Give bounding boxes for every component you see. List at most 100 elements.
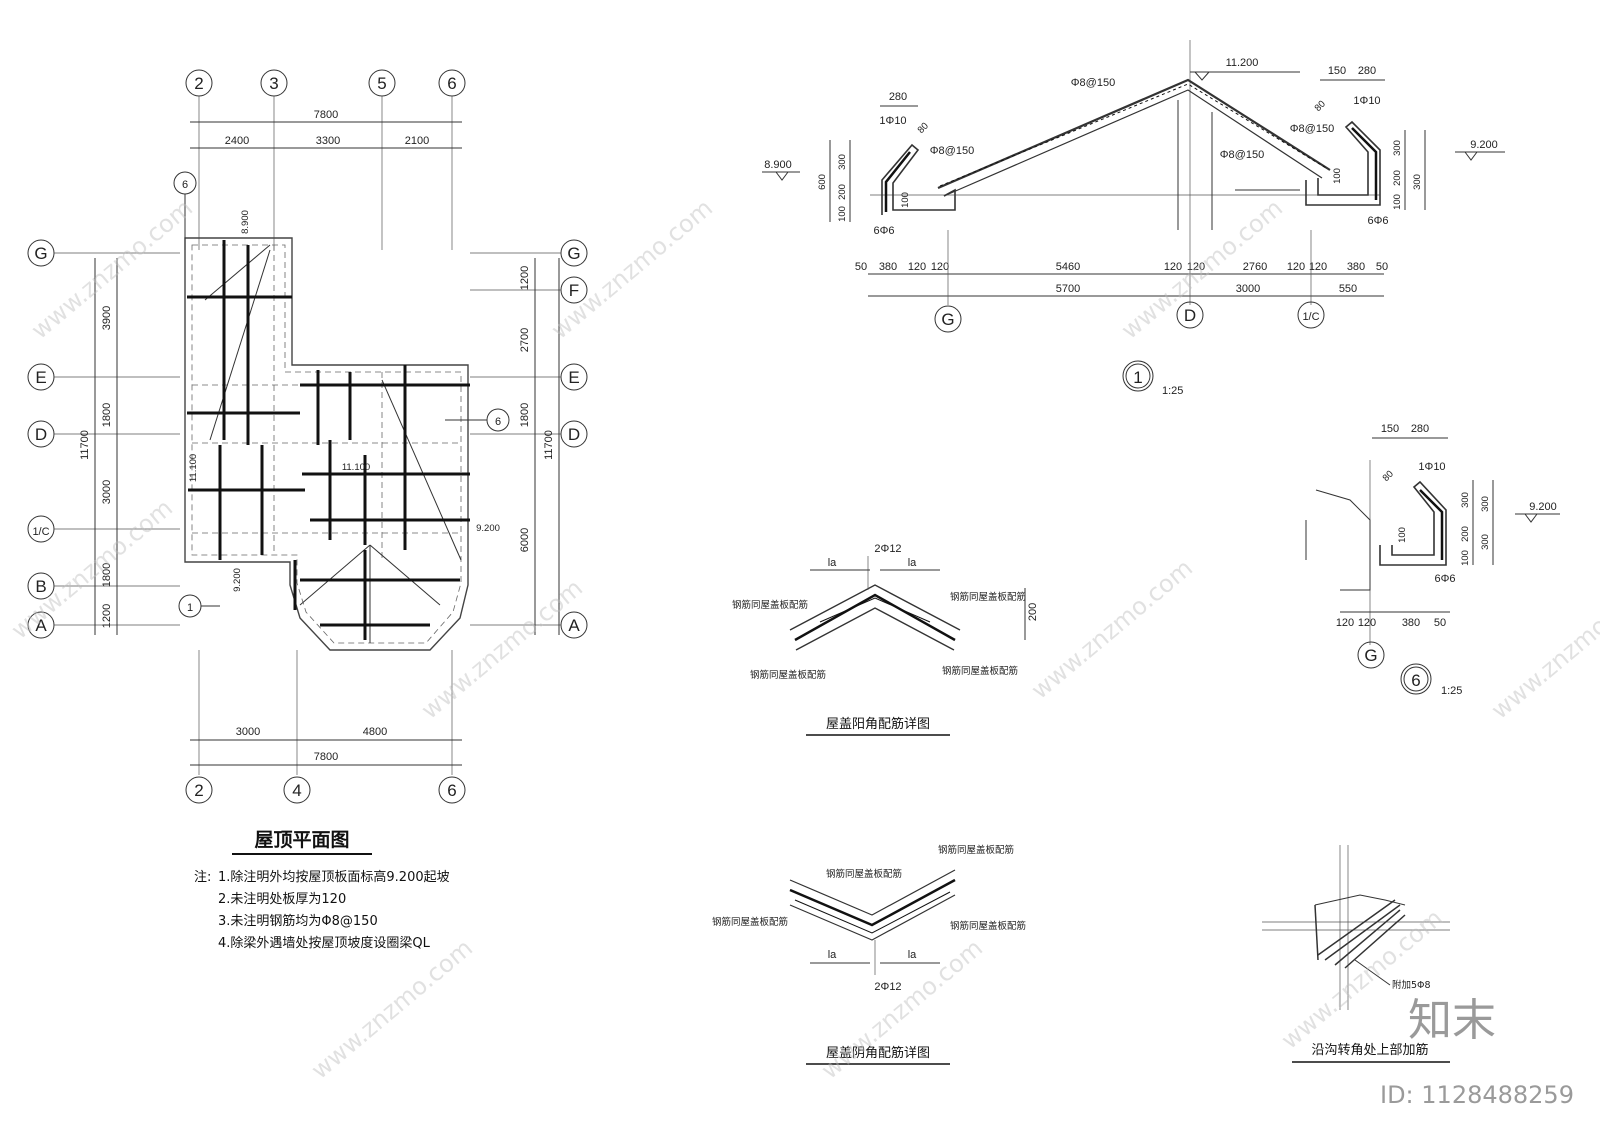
dim: 200 [1460, 526, 1471, 542]
plan-side-dims: 11700 3900 1800 3000 1800 1200 1200 2700… [79, 258, 560, 635]
dim: 5460 [1056, 261, 1080, 273]
axis-label: 2 [194, 74, 203, 93]
rebar-note: 钢筋同屋盖板配筋 [950, 920, 1026, 932]
plan-note: 4.除梁外遇墙处按屋顶坡度设圈梁QL [218, 935, 431, 951]
plan-right-dim: 1200 [519, 266, 531, 290]
rebar-note: 钢筋同屋盖板配筋 [826, 868, 902, 880]
dim: 200 [837, 184, 848, 200]
plan-top-total: 7800 [314, 109, 338, 121]
dim: 120 [1358, 617, 1376, 629]
dim: 280 [889, 91, 907, 103]
plan-left-dim: 1800 [101, 403, 113, 427]
detail-yin: la la 2Φ12 钢筋同屋盖板配筋 钢筋同屋盖板配筋 钢筋同屋盖板配筋 钢筋… [712, 844, 1026, 1065]
rebar-note: 钢筋同屋盖板配筋 [942, 665, 1018, 677]
dim: 120 [908, 261, 926, 273]
dim: 150 [1381, 423, 1399, 435]
dim-la: la [828, 557, 837, 569]
plan-left-dim: 1800 [101, 563, 113, 587]
axis-label: G [34, 244, 47, 263]
ridge-elevation: 11.200 [1226, 57, 1259, 69]
dim: 300 [1412, 174, 1423, 190]
detail-title: 屋盖阳角配筋详图 [826, 716, 930, 732]
axis-label: 3 [269, 74, 278, 93]
plan-right-dim: 6000 [519, 528, 531, 552]
axis-label: B [35, 577, 46, 596]
axis-label: G [941, 310, 954, 329]
rebar-label: Φ8@150 [1220, 149, 1264, 161]
axis-label: 1/C [32, 526, 49, 538]
dim: 3000 [1236, 283, 1260, 295]
elevation-label: 9.200 [476, 523, 500, 534]
elevation-label: 11.100 [188, 454, 199, 482]
dim: 300 [1392, 140, 1403, 156]
dim: 100 [837, 206, 848, 222]
dim: 2760 [1243, 261, 1267, 273]
rebar-label: 附加5Φ8 [1392, 979, 1431, 991]
watermark-text: www.znzmo.com [1486, 574, 1600, 725]
plan-left-dim: 3900 [101, 306, 113, 330]
rebar-note: 钢筋同屋盖板配筋 [938, 844, 1014, 856]
dim: 100 [1460, 550, 1471, 566]
dim: 600 [817, 174, 828, 190]
dim: 300 [1460, 492, 1471, 508]
dim: 300 [837, 154, 848, 170]
right-elevation: 9.200 [1470, 139, 1498, 151]
plan-note: 1.除注明外均按屋顶板面标高9.200起坡 [218, 869, 450, 885]
detail-title: 沿沟转角处上部加筋 [1311, 1042, 1428, 1058]
detail-yang: 2Φ12 la la 200 钢筋同屋盖板配筋 钢筋同屋盖板配筋 钢筋同屋盖板配… [732, 543, 1039, 736]
plan-left-total: 11700 [79, 430, 91, 460]
rebar-label: 6Φ6 [1434, 573, 1455, 585]
rebar-label: 1Φ10 [879, 115, 906, 127]
rebar-note: 钢筋同屋盖板配筋 [732, 599, 808, 611]
section-number: 1 [1133, 368, 1142, 387]
dim: 380 [1402, 617, 1420, 629]
rebar-label: 1Φ10 [1353, 95, 1380, 107]
rebar-label: 6Φ6 [1367, 215, 1388, 227]
axis-label: G [567, 244, 580, 263]
watermark-text: www.znzmo.com [816, 934, 988, 1085]
axis-label: 5 [377, 74, 386, 93]
dim-la: la [908, 557, 917, 569]
plan-right-total: 11700 [543, 430, 555, 460]
elevation-label: 11.100 [342, 462, 370, 473]
rebar-label: Φ8@150 [1071, 77, 1115, 89]
plan-right-dim: 1800 [519, 403, 531, 427]
rebar-label: Φ8@150 [1290, 123, 1334, 135]
plan-note: 2.未注明处板厚为120 [218, 892, 346, 907]
section6-elevation: 9.200 [1529, 501, 1557, 513]
section-1: 11.200 8.900 9.200 Φ8@150 1Φ10 Φ8@150 6Φ… [762, 40, 1505, 397]
dim: 150 [1328, 65, 1346, 77]
dim: 120 [1164, 261, 1182, 273]
dim: 200 [1392, 170, 1403, 186]
dim: 80 [1381, 469, 1396, 484]
plan-top-dim: 2400 [225, 135, 249, 147]
dim: 280 [1358, 65, 1376, 77]
plan-left-dim: 1200 [101, 604, 113, 628]
plan-right-dim: 2700 [519, 328, 531, 352]
plan-bottom-total: 7800 [314, 751, 338, 763]
dim: 120 [1187, 261, 1205, 273]
rebar-note: 钢筋同屋盖板配筋 [950, 591, 1026, 603]
dim: 50 [855, 261, 867, 273]
axis-label: 4 [292, 781, 301, 800]
watermark-brand: 知末 [1408, 995, 1496, 1046]
plan-bottom-dims: 3000 4800 7800 2 4 6 [185, 650, 466, 804]
dim: 100 [1397, 527, 1408, 543]
left-elevation: 8.900 [764, 159, 792, 171]
plan-title-block: 屋顶平面图 注: 1.除注明外均按屋顶板面标高9.200起坡 2.未注明处板厚为… [194, 829, 450, 951]
dim-la: la [828, 949, 837, 961]
dim: 5700 [1056, 283, 1080, 295]
plan-top-dim: 3300 [316, 135, 340, 147]
dim: 100 [1332, 168, 1343, 184]
rebar-label: Φ8@150 [930, 145, 974, 157]
axis-label: E [35, 368, 46, 387]
dim: 80 [916, 121, 931, 136]
dim: 50 [1376, 261, 1388, 273]
dim: 380 [1347, 261, 1365, 273]
axis-label: 6 [447, 781, 456, 800]
axis-label: D [35, 425, 47, 444]
plan-left-dim: 3000 [101, 480, 113, 504]
watermark-text: www.znzmo.com [416, 574, 588, 725]
dim: 300 [1480, 496, 1491, 512]
